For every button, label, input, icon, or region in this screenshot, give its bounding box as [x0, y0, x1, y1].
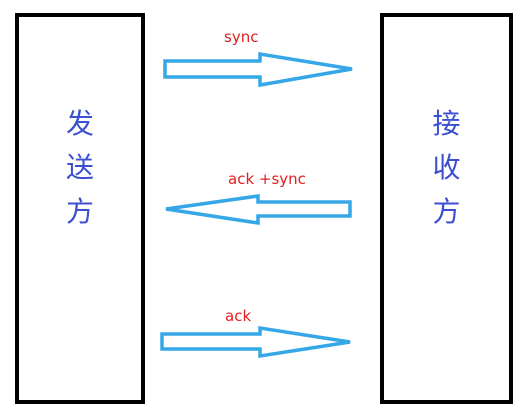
sender-box: 发 送 方 [15, 13, 145, 404]
receiver-label: 接 收 方 [384, 102, 509, 234]
ack-sync-arrow-icon [165, 193, 352, 226]
sender-char-3: 方 [65, 195, 94, 228]
receiver-char-2: 收 [432, 151, 461, 184]
sender-char-1: 发 [65, 107, 94, 140]
receiver-box: 接 收 方 [380, 13, 513, 404]
ack-arrow-icon [160, 325, 351, 359]
sender-char-2: 送 [65, 151, 94, 184]
sync-arrow-icon [163, 51, 353, 88]
sender-label: 发 送 方 [19, 102, 141, 234]
receiver-char-3: 方 [432, 195, 461, 228]
ack-label: ack [225, 307, 252, 325]
ack-sync-label: ack +sync [228, 170, 306, 188]
sync-label: sync [224, 28, 259, 46]
receiver-char-1: 接 [432, 107, 461, 140]
